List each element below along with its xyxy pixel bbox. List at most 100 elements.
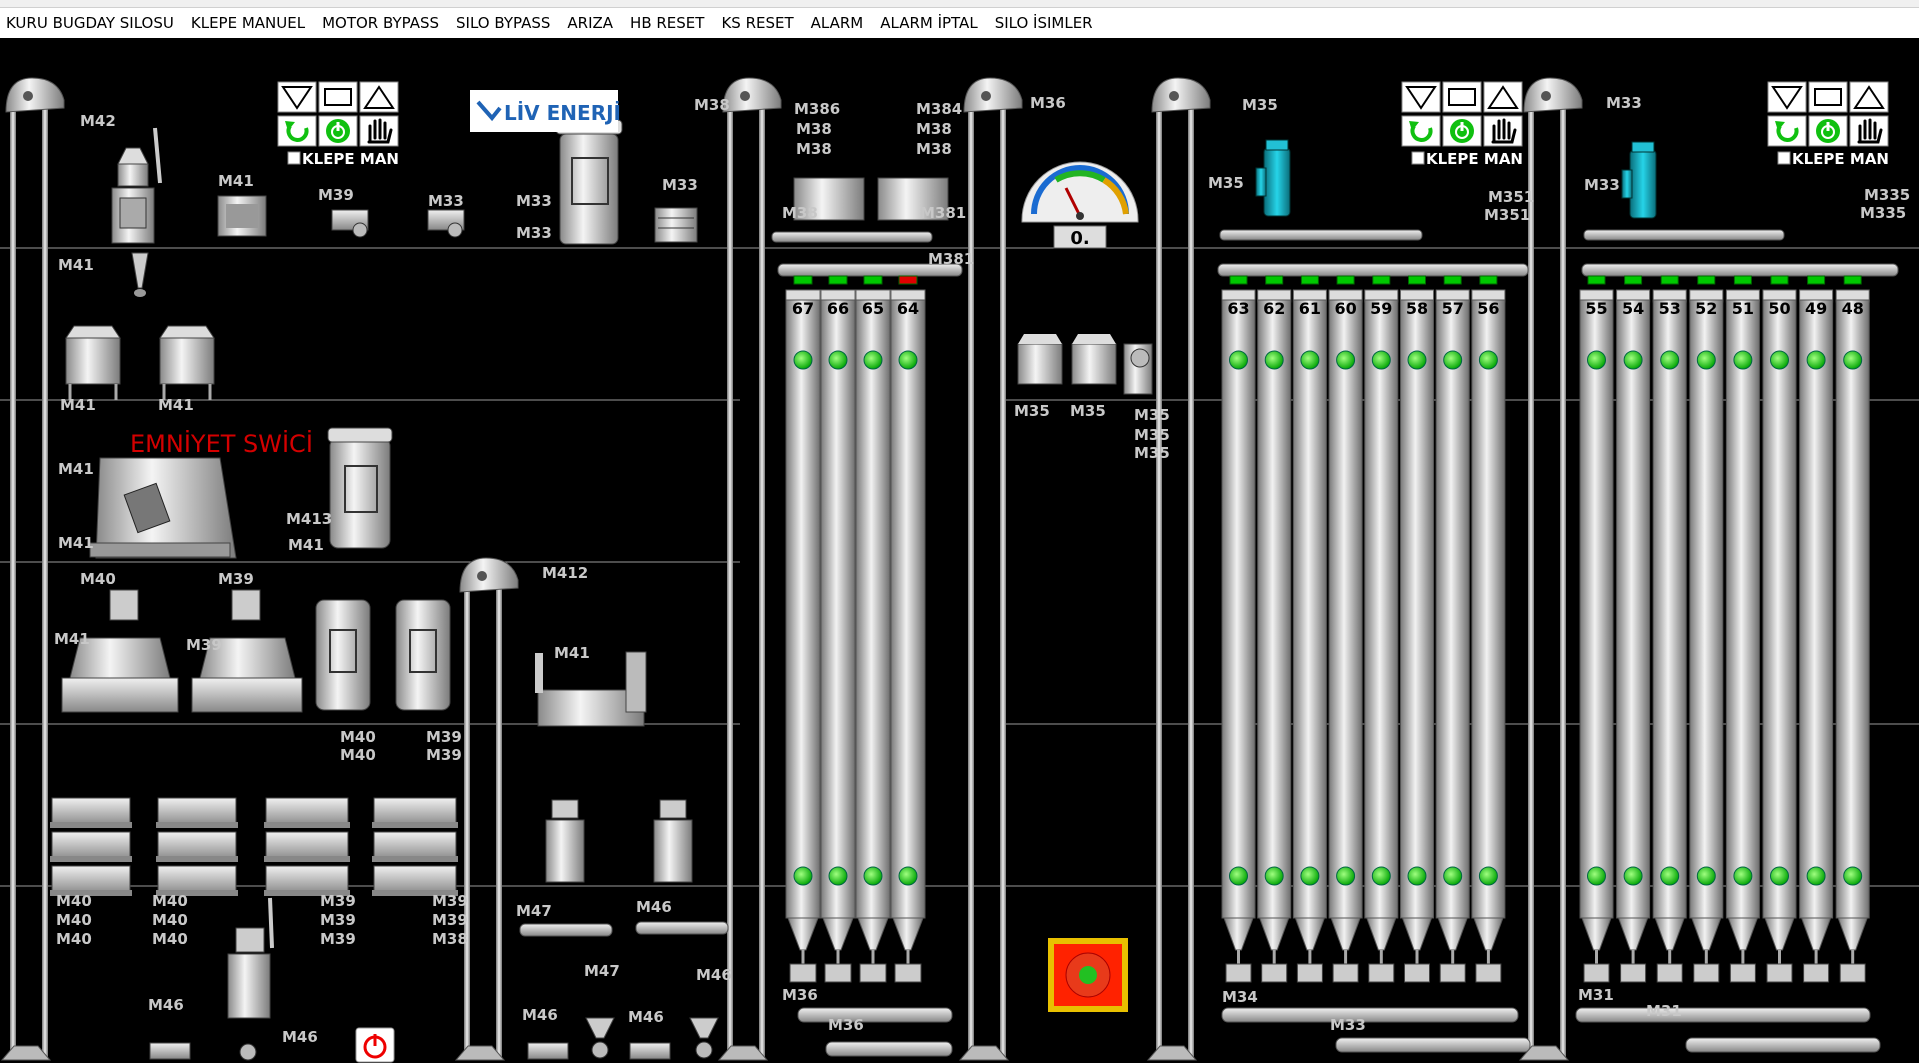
mill-m41[interactable] <box>61 589 179 713</box>
roller-mill[interactable] <box>156 865 238 896</box>
stop-square-icon[interactable] <box>1442 81 1482 113</box>
hopper-m35-b[interactable] <box>1071 334 1117 385</box>
cleaner-m386[interactable] <box>793 177 865 221</box>
collector-conveyor[interactable] <box>1575 1007 1871 1023</box>
collector-conveyor[interactable] <box>1685 1037 1881 1053</box>
tank-m39[interactable] <box>395 599 451 711</box>
silo-51[interactable]: 51 <box>1725 275 1760 983</box>
silo-54[interactable]: 54 <box>1616 275 1651 983</box>
reset-icon[interactable] <box>1401 115 1441 147</box>
conveyor-m35[interactable] <box>1219 229 1423 241</box>
bucket-elevator[interactable] <box>717 77 782 1061</box>
manual-hand-icon[interactable] <box>1483 115 1523 147</box>
power-button[interactable] <box>355 1027 395 1063</box>
silo-discharge-valve[interactable] <box>1439 963 1466 983</box>
silo-discharge-valve[interactable] <box>1404 963 1430 983</box>
power-icon[interactable] <box>1808 115 1848 147</box>
silo-discharge-valve[interactable] <box>894 963 922 983</box>
down-triangle-icon[interactable] <box>1401 81 1441 113</box>
menu-ks-reset[interactable]: KS RESET <box>721 14 794 32</box>
cleaner-m384[interactable] <box>877 177 949 221</box>
power-icon[interactable] <box>1442 115 1482 147</box>
silo-65[interactable]: 65 <box>855 275 891 983</box>
up-triangle-icon[interactable] <box>359 81 399 113</box>
bucket-elevator[interactable] <box>1146 77 1211 1061</box>
tank-m413[interactable] <box>327 427 393 549</box>
silo-61[interactable]: 61 <box>1292 275 1327 983</box>
silo-discharge-valve[interactable] <box>1803 963 1830 983</box>
silo-discharge-valve[interactable] <box>1766 963 1793 983</box>
motor-m41-top[interactable] <box>217 195 267 237</box>
menu-hb-reset[interactable]: HB RESET <box>630 14 705 32</box>
reset-icon[interactable] <box>1767 115 1807 147</box>
silo-55[interactable]: 55 <box>1579 275 1614 983</box>
up-triangle-icon[interactable] <box>1849 81 1889 113</box>
hopper-m41-a[interactable] <box>65 325 121 400</box>
tank-m33[interactable] <box>555 119 623 245</box>
conveyor-m47[interactable] <box>519 923 613 937</box>
silo-discharge-valve[interactable] <box>859 963 887 983</box>
silo-66[interactable]: 66 <box>820 275 856 983</box>
klepe-man-checkbox[interactable] <box>1777 151 1791 165</box>
up-triangle-icon[interactable] <box>1483 81 1523 113</box>
silo-67[interactable]: 67 <box>785 275 821 983</box>
silo-discharge-valve[interactable] <box>824 963 852 983</box>
menu-silo-bypass[interactable]: SILO BYPASS <box>456 14 551 32</box>
roller-mill[interactable] <box>50 831 132 862</box>
silo-discharge-valve[interactable] <box>1729 963 1756 983</box>
collector-conveyor[interactable] <box>825 1041 953 1057</box>
silo-62[interactable]: 62 <box>1257 275 1292 983</box>
down-triangle-icon[interactable] <box>1767 81 1807 113</box>
bucket-elevator[interactable] <box>958 77 1023 1061</box>
silo-discharge-valve[interactable] <box>1296 963 1323 983</box>
power-icon[interactable] <box>318 115 358 147</box>
packer-m46[interactable] <box>227 897 274 1019</box>
silo-discharge-valve[interactable] <box>1620 963 1647 983</box>
valve-m41[interactable] <box>131 252 149 297</box>
menu-alarm[interactable]: ALARM <box>810 14 864 32</box>
silo-discharge-valve[interactable] <box>1475 963 1502 983</box>
stop-square-icon[interactable] <box>1808 81 1848 113</box>
silo-63[interactable]: 63 <box>1221 275 1256 983</box>
conveyor-m46[interactable] <box>635 921 729 935</box>
menu-kuru-bugday-silosu[interactable]: KURU BUGDAY SILOSU <box>6 14 174 32</box>
tank-m40[interactable] <box>315 599 371 711</box>
menu-silo-isimler[interactable]: SILO İSIMLER <box>994 14 1093 32</box>
manual-hand-icon[interactable] <box>359 115 399 147</box>
hopper-m35-a[interactable] <box>1017 334 1063 385</box>
silo-discharge-valve[interactable] <box>1332 963 1359 983</box>
menu-motor-bypass[interactable]: MOTOR BYPASS <box>322 14 440 32</box>
roller-mill[interactable] <box>264 831 350 862</box>
down-triangle-icon[interactable] <box>277 81 317 113</box>
silo-discharge-valve[interactable] <box>1693 963 1720 983</box>
bucket-elevator[interactable] <box>0 77 65 1061</box>
bucket-elevator[interactable] <box>1518 77 1583 1061</box>
silo-discharge-valve[interactable] <box>1368 963 1395 983</box>
scale-m41[interactable] <box>535 651 647 727</box>
roller-mill[interactable] <box>264 865 350 896</box>
roller-mill[interactable] <box>372 865 458 896</box>
conveyor-m33[interactable] <box>1583 229 1785 241</box>
klepe-man-checkbox[interactable] <box>287 151 301 165</box>
manual-hand-icon[interactable] <box>1849 115 1889 147</box>
silo-64[interactable]: 64 <box>890 275 926 983</box>
small-motors-bottom[interactable] <box>149 1017 719 1061</box>
filter-m33[interactable] <box>654 207 698 243</box>
mill-m39[interactable] <box>191 589 303 713</box>
silo-56[interactable]: 56 <box>1471 275 1506 983</box>
cyan-motor[interactable] <box>1255 139 1291 217</box>
klepe-man-checkbox[interactable] <box>1411 151 1425 165</box>
cyan-motor[interactable] <box>1621 141 1657 219</box>
silo-48[interactable]: 48 <box>1835 275 1870 983</box>
collector-conveyor[interactable] <box>1221 1007 1519 1023</box>
collector-conveyor[interactable] <box>1335 1037 1531 1053</box>
motor-m39-top[interactable] <box>331 209 369 238</box>
scourer-machine[interactable] <box>111 127 162 244</box>
silo-50[interactable]: 50 <box>1762 275 1797 983</box>
menu-klepe-manuel[interactable]: KLEPE MANUEL <box>190 14 306 32</box>
emergency-stop-button[interactable] <box>1048 938 1128 1012</box>
packer-m47[interactable] <box>545 799 585 883</box>
roller-mill[interactable] <box>50 797 132 828</box>
distribution-conveyor[interactable] <box>1581 263 1899 277</box>
silo-discharge-valve[interactable] <box>789 963 817 983</box>
